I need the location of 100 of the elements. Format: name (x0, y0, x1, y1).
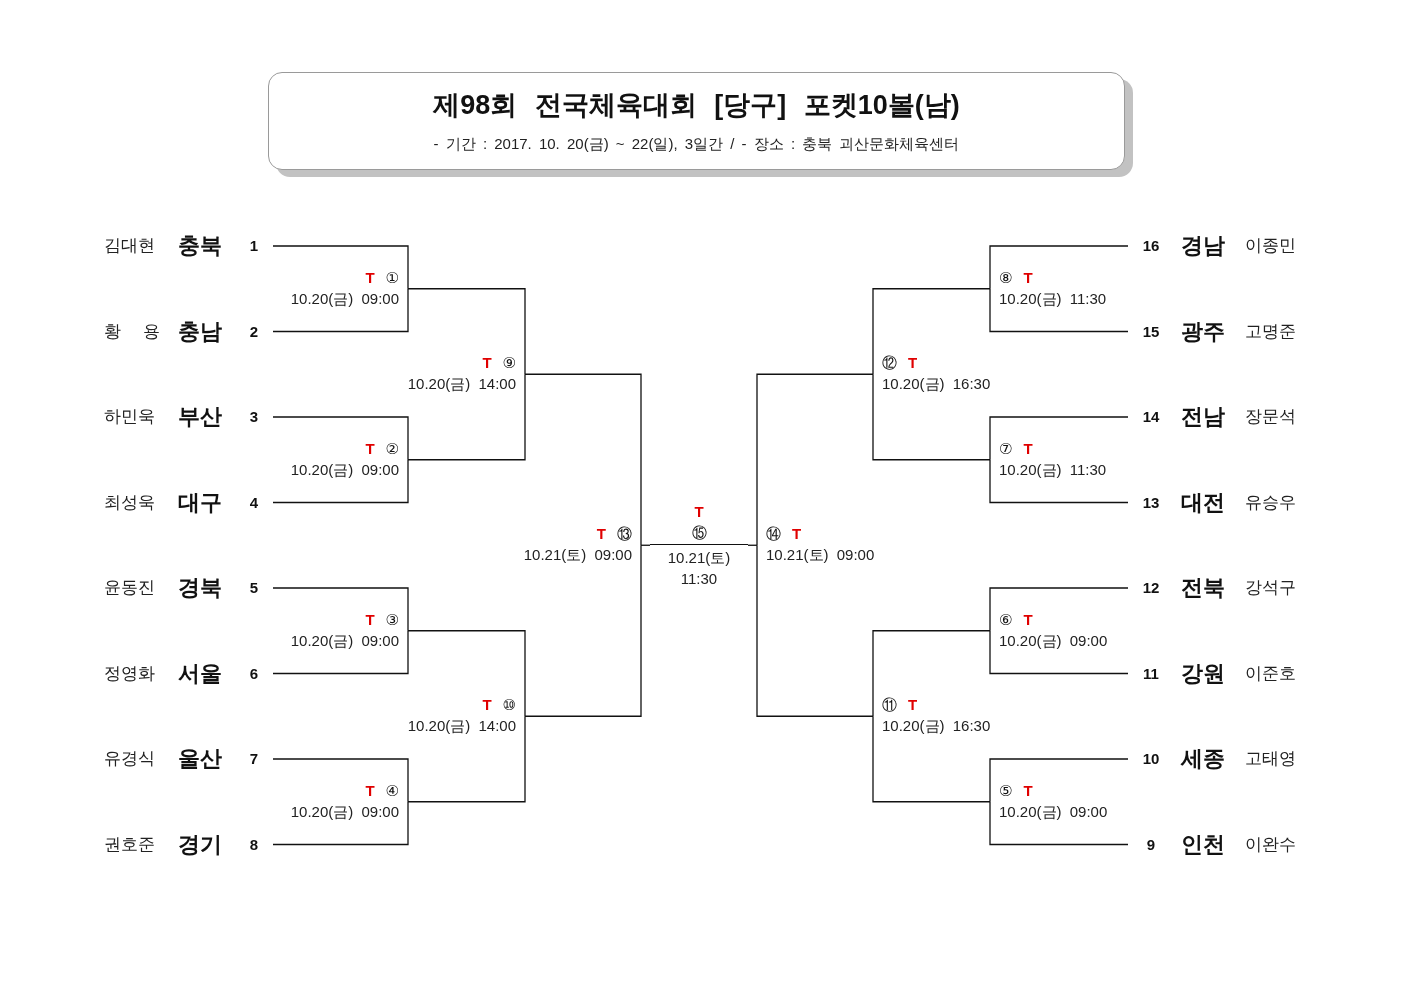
table-mark: T (596, 525, 606, 543)
bracket-line (872, 715, 991, 803)
player-name: 윤동진 (104, 577, 156, 599)
seed-number: 1 (248, 236, 260, 256)
title-text: 제98회 전국체육대회 [당구] 포켓10볼(남) (433, 89, 960, 122)
region-name: 서울 (178, 659, 222, 688)
player-name: 최성욱 (104, 491, 156, 514)
player-name: 고태영 (1245, 748, 1297, 770)
seed-number: 15 (1141, 321, 1161, 342)
table-mark: T (365, 439, 375, 457)
bracket-line (272, 288, 409, 333)
seed-number: 5 (248, 578, 260, 598)
region-name: 전남 (1181, 403, 1225, 431)
player-name: 정영화 (104, 662, 156, 685)
bracket-line (272, 459, 409, 504)
bracket-line (272, 416, 409, 461)
bracket-line (524, 544, 642, 717)
region-name: 경남 (1181, 232, 1225, 260)
bracket-line (989, 801, 1129, 846)
bracket-line (407, 288, 526, 375)
match-schedule: 10.21(토) 11:30 (667, 548, 731, 590)
match-number: ⑤ (999, 781, 1013, 799)
match-number: ⑥ (999, 610, 1013, 628)
seed-number: 9 (1145, 834, 1157, 855)
table-mark: T (365, 610, 375, 628)
region-name: 충북 (178, 232, 222, 260)
region-name: 울산 (178, 745, 222, 773)
match-schedule: 10.20(금) 16:30 (882, 717, 991, 735)
bracket-line (272, 758, 409, 803)
table-mark: T (482, 696, 492, 714)
seed-number: 12 (1141, 578, 1161, 598)
region-name: 전북 (1181, 574, 1225, 602)
region-name: 부산 (178, 403, 222, 431)
player-name: 김대현 (104, 235, 156, 257)
table-mark: T (1023, 781, 1033, 799)
player-name: 유경식 (104, 748, 156, 770)
match-number: ⑫ (882, 354, 897, 372)
table-mark: T (1023, 268, 1033, 286)
bracket-line (407, 630, 526, 717)
bracket-line (272, 245, 409, 290)
match-schedule: 10.20(금) 09:00 (999, 802, 1108, 820)
seed-number: 3 (248, 407, 260, 427)
match-number: ⑭ (766, 525, 781, 543)
table-mark: T (482, 354, 492, 372)
table-mark: T (908, 354, 918, 372)
region-name: 강원 (1181, 659, 1225, 688)
table-mark: T (792, 525, 802, 543)
match-number: ⑦ (999, 439, 1013, 457)
player-name: 강석구 (1245, 577, 1297, 599)
bracket-line (407, 373, 526, 461)
bracket-line (989, 288, 1129, 333)
region-name: 경북 (178, 574, 222, 602)
match-schedule: 10.20(금) 09:00 (290, 460, 399, 478)
region-name: 충남 (178, 317, 222, 346)
bracket-line (989, 630, 1129, 675)
seed-number: 2 (248, 321, 260, 342)
table-mark: T (1023, 610, 1033, 628)
seed-number: 4 (248, 492, 260, 513)
seed-number: 7 (248, 749, 260, 769)
bracket-line (272, 587, 409, 632)
bracket-line (989, 245, 1129, 290)
bracket-line (872, 630, 991, 717)
match-schedule: 10.20(금) 16:30 (882, 375, 991, 393)
match-number: ⑮ (691, 524, 707, 542)
player-name: 이종민 (1245, 235, 1297, 257)
player-name: 권호준 (104, 833, 156, 856)
region-name: 세종 (1181, 745, 1225, 773)
seed-number: 16 (1141, 236, 1161, 256)
region-name: 대전 (1181, 488, 1225, 517)
match-schedule: 10.20(금) 14:00 (407, 717, 516, 735)
match-schedule: 10.21(토) 09:00 (523, 546, 632, 564)
region-name: 경기 (178, 830, 222, 859)
region-name: 인천 (1181, 830, 1225, 859)
bracket-line (272, 630, 409, 675)
player-name: 유승우 (1245, 491, 1297, 514)
match-schedule: 10.20(금) 11:30 (999, 289, 1107, 307)
seed-number: 11 (1142, 663, 1160, 684)
player-name: 황 용 (104, 320, 160, 343)
bracket-line (872, 288, 991, 375)
bracket-line (407, 715, 526, 803)
match-number: ⑩ (502, 696, 516, 714)
match-number: ① (385, 268, 399, 286)
bracket-line (989, 587, 1129, 632)
region-name: 대구 (178, 488, 222, 517)
bracket-line (989, 416, 1129, 461)
seed-number: 6 (248, 663, 260, 684)
table-mark: T (365, 781, 375, 799)
player-name: 고명준 (1245, 320, 1297, 343)
match-number: ④ (385, 781, 399, 799)
bracket-line (756, 373, 874, 546)
match-schedule: 10.20(금) 14:00 (407, 375, 516, 393)
bracket-line (989, 758, 1129, 803)
table-mark: T (694, 503, 704, 521)
match-number: ⑧ (999, 268, 1013, 286)
match-schedule: 10.20(금) 11:30 (999, 460, 1107, 478)
seed-number: 14 (1141, 407, 1161, 427)
match-schedule: 10.21(토) 09:00 (766, 546, 875, 564)
match-number: ⑪ (882, 696, 897, 714)
bracket-line (747, 544, 758, 546)
player-name: 하민욱 (104, 406, 156, 428)
